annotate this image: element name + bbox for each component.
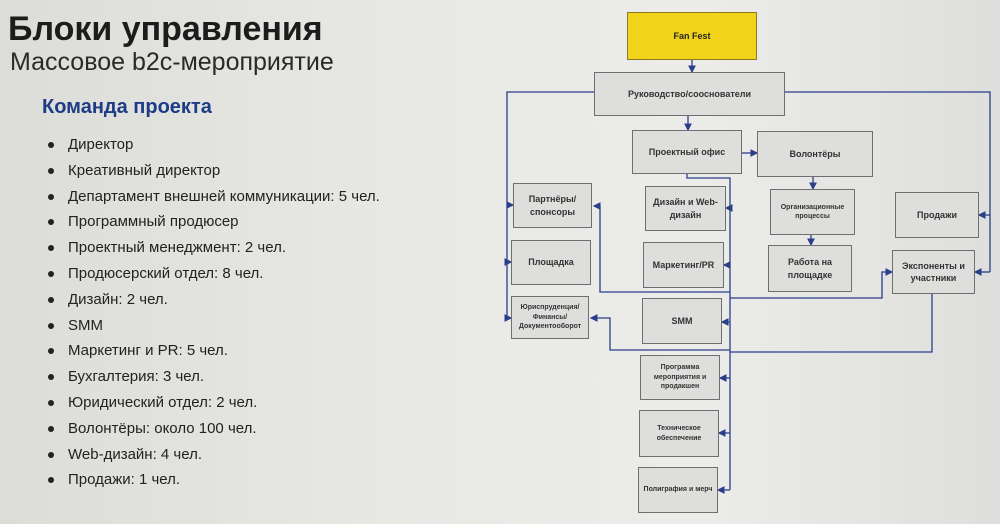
list-item: Юридический отдел: 2 чел.: [46, 392, 380, 418]
team-heading: Команда проекта: [42, 96, 212, 118]
box-tech: Техническое обеспечение: [639, 410, 719, 457]
list-item: Продажи: 1 чел.: [46, 469, 380, 495]
box-venue: Площадка: [511, 240, 591, 285]
list-item: Программный продюсер: [46, 211, 380, 237]
box-onsite: Работа на площадке: [768, 245, 852, 292]
box-marketing: Маркетинг/PR: [643, 242, 724, 288]
box-sales: Продажи: [895, 192, 979, 238]
box-exhibitors: Экспоненты и участники: [892, 250, 975, 294]
list-item: Директор: [46, 134, 380, 160]
slide-subtitle: Массовое b2c-мероприятие: [10, 48, 334, 76]
list-item: SMM: [46, 315, 380, 341]
list-item: Проектный менеджмент: 2 чел.: [46, 237, 380, 263]
box-print: Полиграфия и мерч: [638, 467, 718, 513]
box-volunteers: Волонтёры: [757, 131, 873, 177]
list-item: Web-дизайн: 4 чел.: [46, 444, 380, 470]
box-design: Дизайн и Web-дизайн: [645, 186, 726, 231]
box-fan-fest: Fan Fest: [627, 12, 757, 60]
box-smm: SMM: [642, 298, 722, 344]
box-leadership: Руководство/сооснователи: [594, 72, 785, 116]
slide-title: Блоки управления: [8, 10, 323, 48]
team-list: Директор Креативный директор Департамент…: [46, 134, 380, 495]
list-item: Дизайн: 2 чел.: [46, 289, 380, 315]
box-partners: Партнёры/ спонсоры: [513, 183, 592, 228]
box-program: Программа мероприятия и продакшен: [640, 355, 720, 400]
box-org-processes: Организационные процессы: [770, 189, 855, 235]
box-legal: Юриспруденция/ Финансы/ Документооборот: [511, 296, 589, 339]
list-item: Департамент внешней коммуникации: 5 чел.: [46, 186, 380, 212]
box-project-office: Проектный офис: [632, 130, 742, 174]
list-item: Маркетинг и PR: 5 чел.: [46, 340, 380, 366]
list-item: Волонтёры: около 100 чел.: [46, 418, 380, 444]
list-item: Продюсерский отдел: 8 чел.: [46, 263, 380, 289]
list-item: Бухгалтерия: 3 чел.: [46, 366, 380, 392]
list-item: Креативный директор: [46, 160, 380, 186]
